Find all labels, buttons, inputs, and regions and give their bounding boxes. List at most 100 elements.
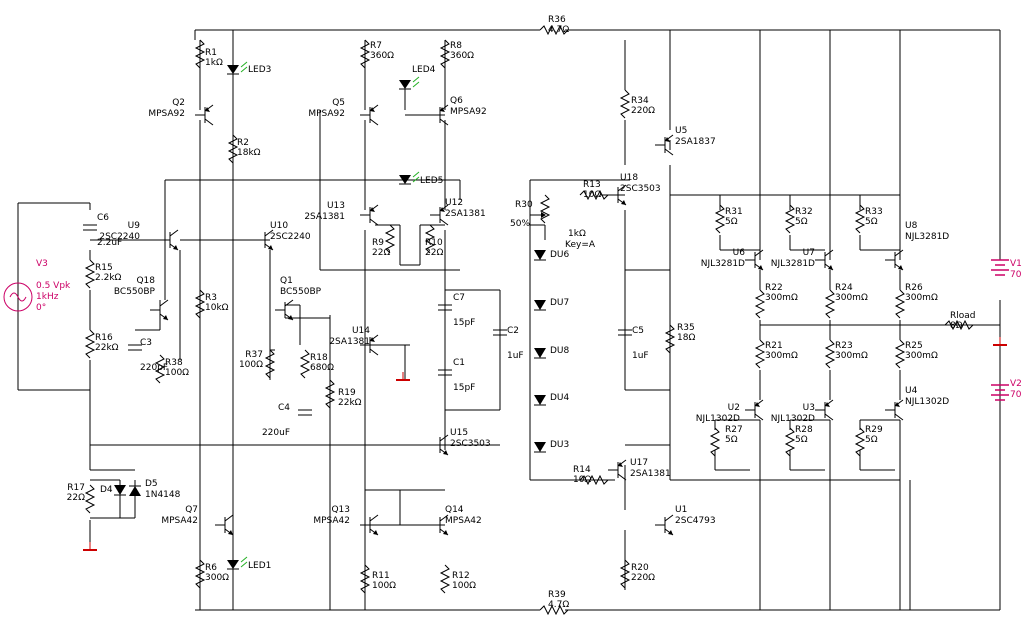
- c1-label: C1: [453, 358, 465, 368]
- capacitor-c1: [438, 369, 452, 376]
- r3-label: R3: [205, 293, 217, 303]
- r37-label: R37: [245, 350, 263, 360]
- led4-label: LED4: [412, 65, 436, 75]
- rload-label: Rload: [950, 311, 976, 321]
- q18-value: BC550BP: [114, 287, 156, 297]
- resistor-rload: [944, 319, 974, 331]
- r26-value: 300mΩ: [905, 293, 938, 303]
- battery-v2: [991, 384, 1009, 401]
- u1-value: 2SC4793: [675, 516, 716, 526]
- led-led1: [227, 556, 248, 570]
- r20-value: 220Ω: [631, 573, 655, 583]
- r36-label: R36: [548, 15, 566, 25]
- u12-label: U12: [445, 198, 463, 208]
- v3-line-1: 1kHz: [36, 292, 59, 302]
- r30-key: Key=A: [565, 240, 596, 250]
- q7-label: Q7: [185, 505, 198, 515]
- resistor-r33: [854, 204, 866, 234]
- c1-value: 15pF: [453, 383, 475, 393]
- resistor-r24: [824, 289, 836, 319]
- u17-label: U17: [630, 458, 648, 468]
- resistor-r16: [84, 329, 96, 359]
- transistor-u14: [360, 334, 379, 356]
- c2-label: C2: [507, 326, 519, 336]
- r22-label: R22: [765, 283, 783, 293]
- led-led4: [399, 76, 420, 90]
- r10-value: 22Ω: [425, 248, 443, 258]
- transistor-u7: [815, 249, 834, 271]
- r11-value: 100Ω: [372, 581, 396, 591]
- q2-value: MPSA92: [148, 109, 185, 119]
- zener-d4: [114, 485, 126, 496]
- u14-value: 2SA1381: [329, 337, 370, 347]
- resistor-r34: [619, 89, 631, 119]
- u12-value: 2SA1381: [445, 209, 486, 219]
- q6-label: Q6: [450, 96, 463, 106]
- resistor-r18: [299, 349, 311, 379]
- r22-value: 300mΩ: [765, 293, 798, 303]
- rload-value: 8Ω: [950, 321, 963, 331]
- u15-value: 2SC3503: [450, 439, 491, 449]
- q7-value: MPSA42: [161, 516, 198, 526]
- c3-value: 220pF: [140, 363, 168, 373]
- du4-label: DU4: [550, 393, 570, 403]
- r14-value: 10Ω: [573, 475, 591, 485]
- capacitor-c3: [128, 344, 142, 351]
- u3-value: NJL1302D: [771, 414, 815, 424]
- wires: [17, 29, 1001, 611]
- resistor-r22: [754, 289, 766, 319]
- r7-label: R7: [370, 41, 382, 51]
- r1-label: R1: [205, 48, 217, 58]
- resistor-r36: [539, 24, 569, 36]
- transistor-u18: [608, 184, 627, 206]
- r29-value: 5Ω: [865, 435, 878, 445]
- resistor-r15: [84, 259, 96, 289]
- r11-label: R11: [372, 571, 390, 581]
- q13-label: Q13: [331, 505, 350, 515]
- r19-label: R19: [338, 388, 356, 398]
- transistor-q1: [275, 299, 294, 321]
- r14-label: R14: [573, 465, 591, 475]
- r32-value: 5Ω: [795, 217, 808, 227]
- d4-label: D4: [100, 485, 113, 495]
- resistor-r17: [84, 484, 96, 514]
- q1-label: Q1: [280, 276, 293, 286]
- transistor-u17: [608, 459, 627, 481]
- q14-label: Q14: [445, 505, 464, 515]
- u6-value: NJL3281D: [701, 259, 745, 269]
- r13-value: 10Ω: [583, 190, 601, 200]
- r34-value: 220Ω: [631, 106, 655, 116]
- transistor-u8: [885, 249, 904, 271]
- u4-label: U4: [905, 386, 918, 396]
- transistor-q2: [195, 104, 214, 126]
- c7-value: 15pF: [453, 318, 475, 328]
- r17-value: 22Ω: [67, 493, 85, 503]
- r28-value: 5Ω: [795, 435, 808, 445]
- transistor-u5: [655, 134, 674, 156]
- resistor-r11: [359, 564, 371, 594]
- u10-value: 2SC2240: [270, 232, 311, 242]
- resistor-r10: [424, 224, 436, 254]
- transistor-u4: [885, 399, 904, 421]
- ground-icon: [396, 372, 410, 381]
- q18-label: Q18: [136, 276, 155, 286]
- transistor-q13: [360, 514, 379, 536]
- ground-icon: [83, 542, 97, 551]
- du6-label: DU6: [550, 250, 570, 260]
- u8-label: U8: [905, 221, 918, 231]
- resistor-r3: [194, 289, 206, 319]
- r38-value: 100Ω: [165, 368, 189, 378]
- u2-label: U2: [728, 403, 740, 413]
- r27-label: R27: [725, 425, 743, 435]
- q5-value: MPSA92: [308, 109, 345, 119]
- r39-label: R39: [548, 590, 566, 600]
- u1-label: U1: [675, 505, 687, 515]
- c4-value: 220uF: [262, 428, 290, 438]
- u15-label: U15: [450, 428, 468, 438]
- c6-label: C6: [97, 213, 109, 223]
- resistor-r20: [619, 559, 631, 589]
- transistor-q18: [150, 299, 169, 321]
- q13-value: MPSA42: [313, 516, 350, 526]
- r8-value: 360Ω: [450, 51, 474, 61]
- transistor-u10: [255, 229, 274, 251]
